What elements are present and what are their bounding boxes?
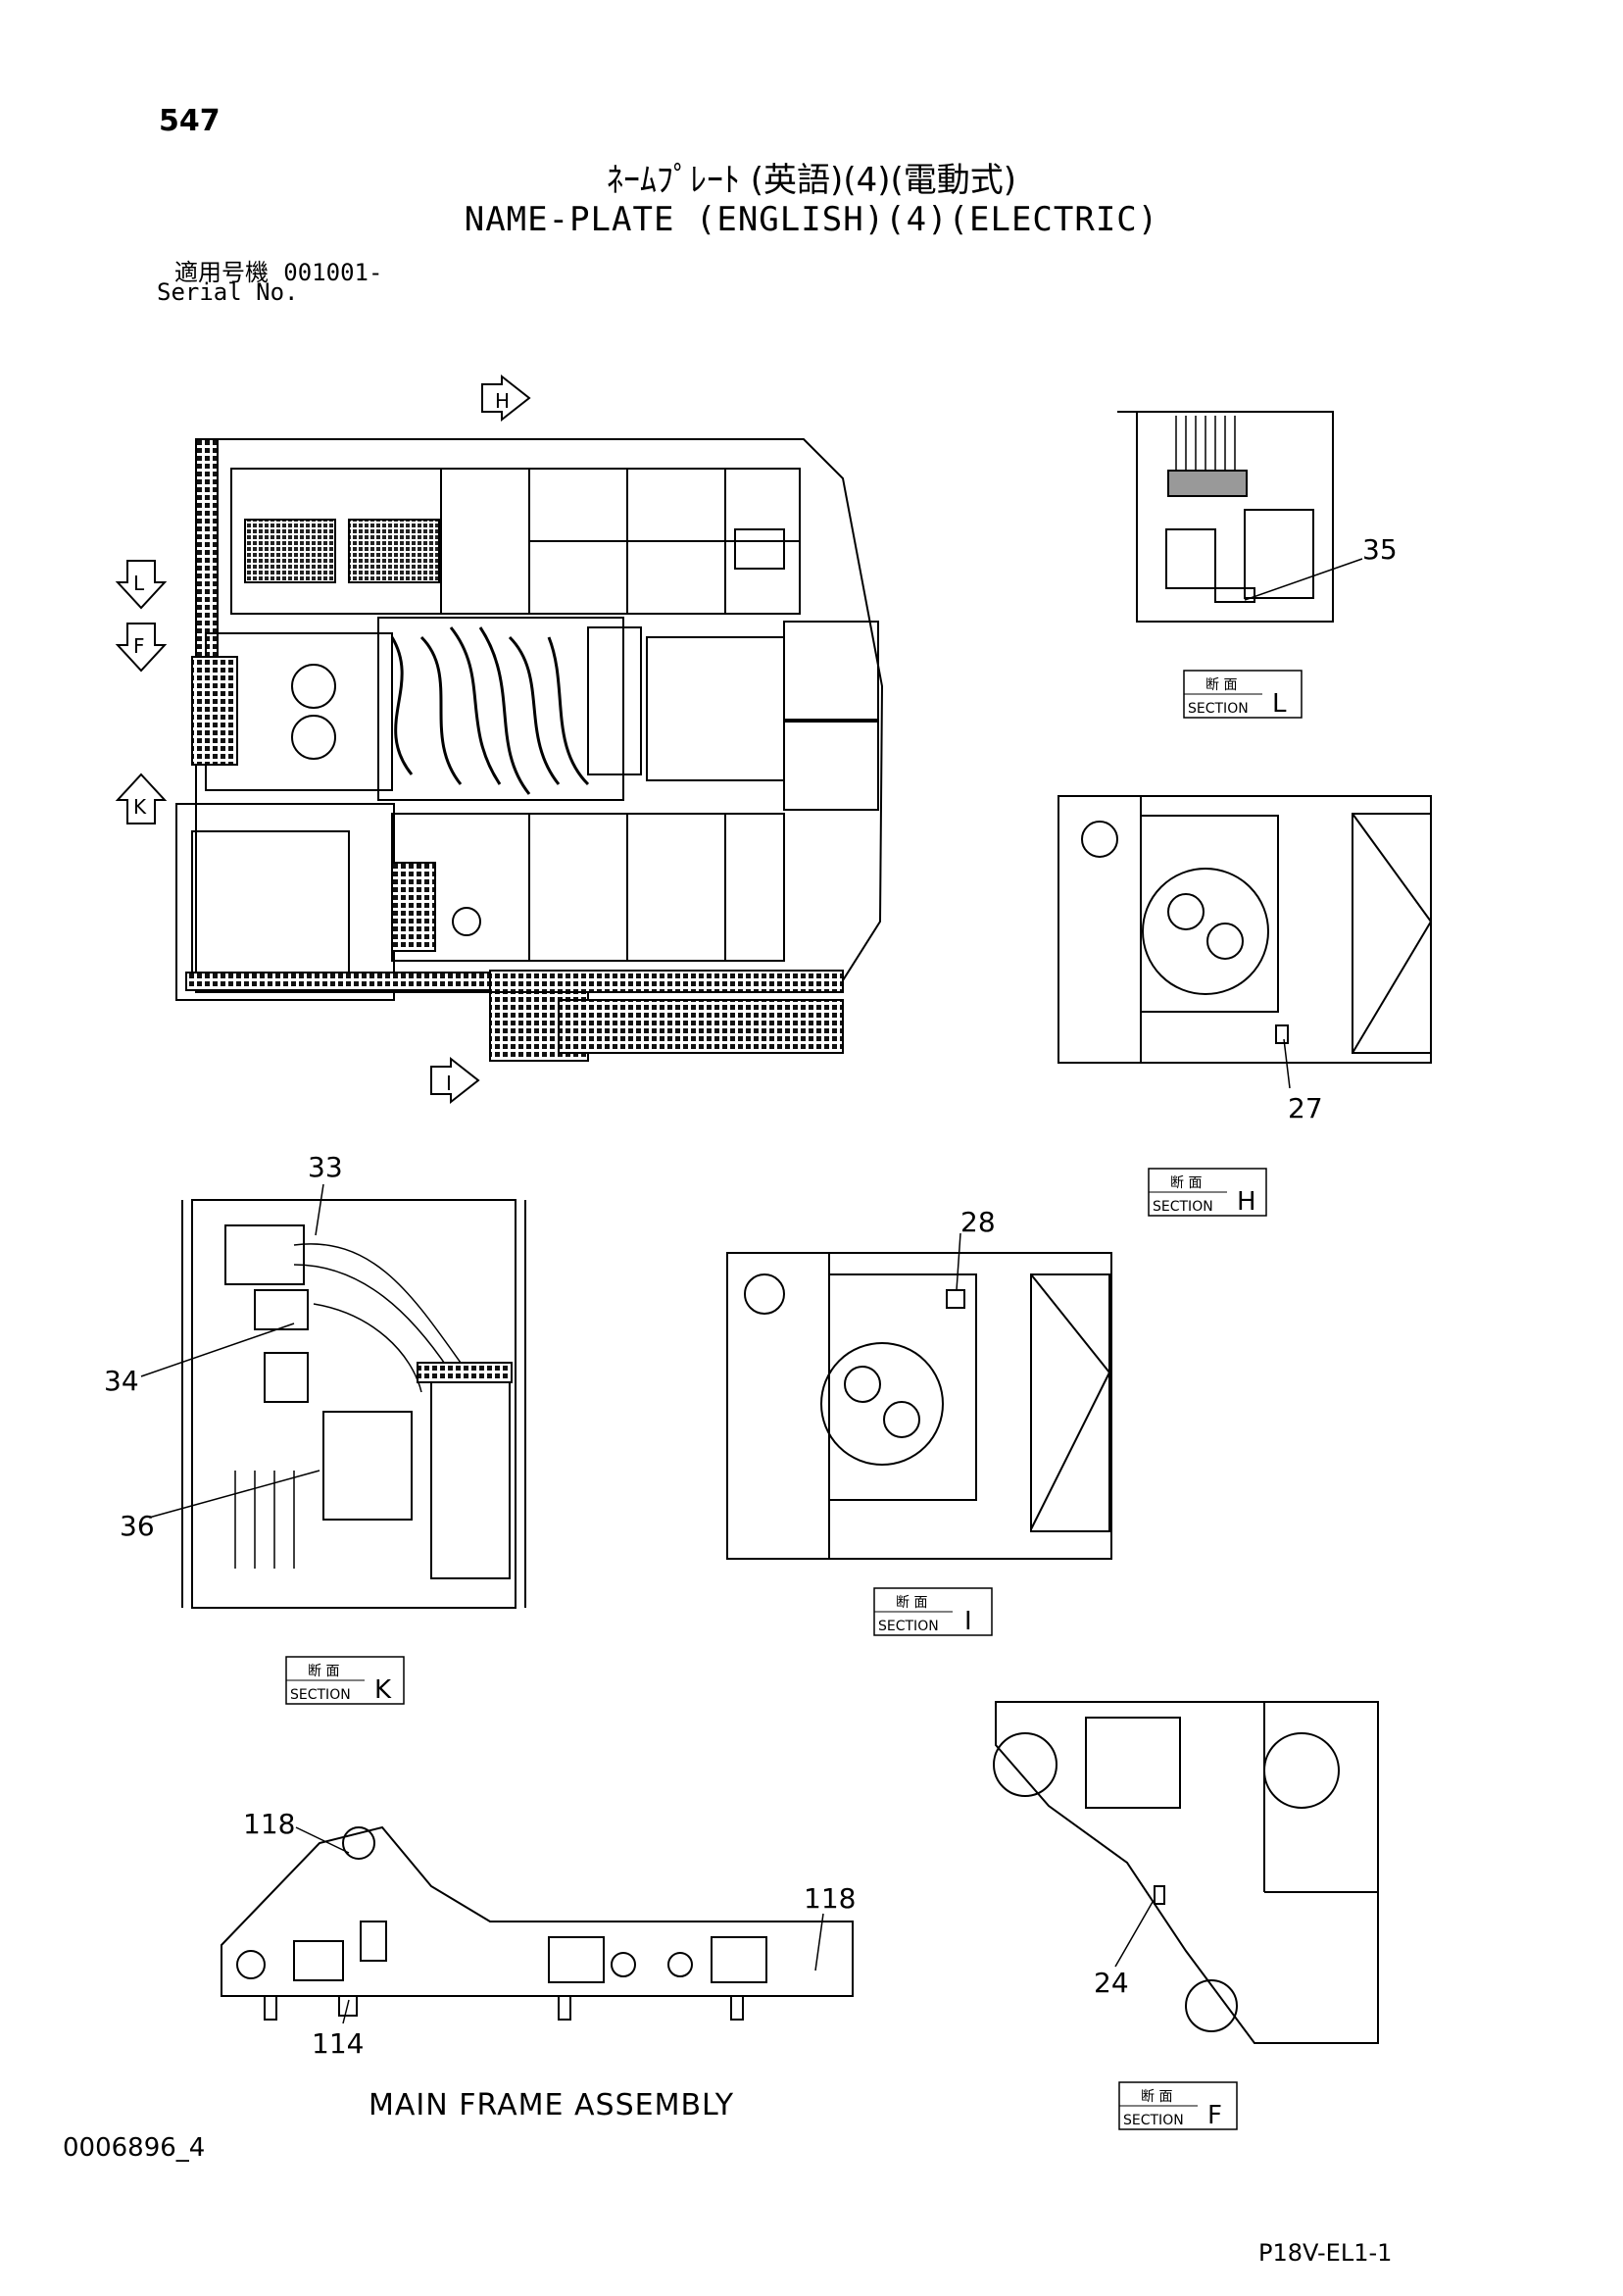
section-h-view xyxy=(1057,795,1432,1064)
view-marker-f: F xyxy=(115,623,168,673)
callout-36: 36 xyxy=(120,1510,155,1542)
section-i-letter: I xyxy=(964,1607,972,1636)
serial-label-jp: 適用号機 001001- xyxy=(174,253,382,287)
section-label-l: 断 面 SECTION L xyxy=(1183,670,1303,719)
section-f-en: SECTION xyxy=(1123,2113,1184,2128)
sheet-code: P18V-EL1-1 xyxy=(1258,2239,1393,2267)
callout-28: 28 xyxy=(960,1206,996,1238)
leader-lines xyxy=(140,558,1363,2024)
section-k-en: SECTION xyxy=(290,1687,351,1703)
section-f-jp: 断 面 xyxy=(1141,2089,1172,2105)
section-k-jp: 断 面 xyxy=(308,1664,339,1679)
serial-value: 001001- xyxy=(283,259,383,286)
section-f-letter: F xyxy=(1207,2101,1222,2130)
view-marker-l: L xyxy=(115,560,168,610)
upper-structure-plan-view xyxy=(175,438,884,1062)
callout-33: 33 xyxy=(308,1151,343,1183)
page-number: 547 xyxy=(159,104,221,138)
section-label-k: 断 面 SECTION K xyxy=(285,1656,405,1705)
main-frame-assembly-view xyxy=(221,1825,854,2021)
callout-34: 34 xyxy=(104,1365,139,1397)
section-h-jp: 断 面 xyxy=(1170,1175,1202,1191)
view-marker-i: I xyxy=(430,1056,480,1105)
callout-114: 114 xyxy=(312,2027,364,2060)
serial-label-en: Serial No. xyxy=(157,278,299,306)
section-l-letter: L xyxy=(1272,689,1287,719)
marker-f-letter: F xyxy=(133,634,145,658)
callout-118-left: 118 xyxy=(243,1808,295,1840)
section-l-view xyxy=(1117,411,1334,623)
section-l-en: SECTION xyxy=(1188,701,1249,717)
callout-35: 35 xyxy=(1362,533,1398,566)
section-l-jp: 断 面 xyxy=(1205,677,1237,693)
section-label-h: 断 面 SECTION H xyxy=(1148,1168,1267,1217)
title-english: NAME-PLATE (ENGLISH)(4)(ELECTRIC) xyxy=(464,200,1159,239)
section-i-en: SECTION xyxy=(878,1619,939,1634)
callout-27: 27 xyxy=(1288,1092,1323,1124)
section-k-letter: K xyxy=(374,1675,392,1705)
marker-k-letter: K xyxy=(133,795,147,819)
callout-118-right: 118 xyxy=(804,1882,856,1915)
view-marker-k: K xyxy=(115,773,168,824)
marker-i-letter: I xyxy=(446,1072,452,1095)
callout-24: 24 xyxy=(1094,1967,1129,1999)
section-i-view xyxy=(726,1252,1112,1560)
main-frame-caption: MAIN FRAME ASSEMBLY xyxy=(369,2088,735,2122)
section-h-letter: H xyxy=(1237,1187,1256,1217)
section-label-i: 断 面 SECTION I xyxy=(873,1587,993,1636)
title-japanese: ﾈｰﾑﾌﾟﾚｰﾄ (英語)(4)(電動式) xyxy=(606,161,1017,200)
section-f-view xyxy=(993,1701,1379,2044)
section-i-jp: 断 面 xyxy=(896,1595,927,1611)
document-code: 0006896_4 xyxy=(63,2133,206,2163)
serial-jp-label: 適用号機 xyxy=(174,259,269,286)
marker-l-letter: L xyxy=(133,572,145,595)
section-k-view xyxy=(181,1199,526,1609)
section-label-f: 断 面 SECTION F xyxy=(1118,2081,1238,2130)
section-h-en: SECTION xyxy=(1153,1199,1213,1215)
marker-h-letter: H xyxy=(495,389,510,413)
view-marker-h: H xyxy=(481,374,531,423)
